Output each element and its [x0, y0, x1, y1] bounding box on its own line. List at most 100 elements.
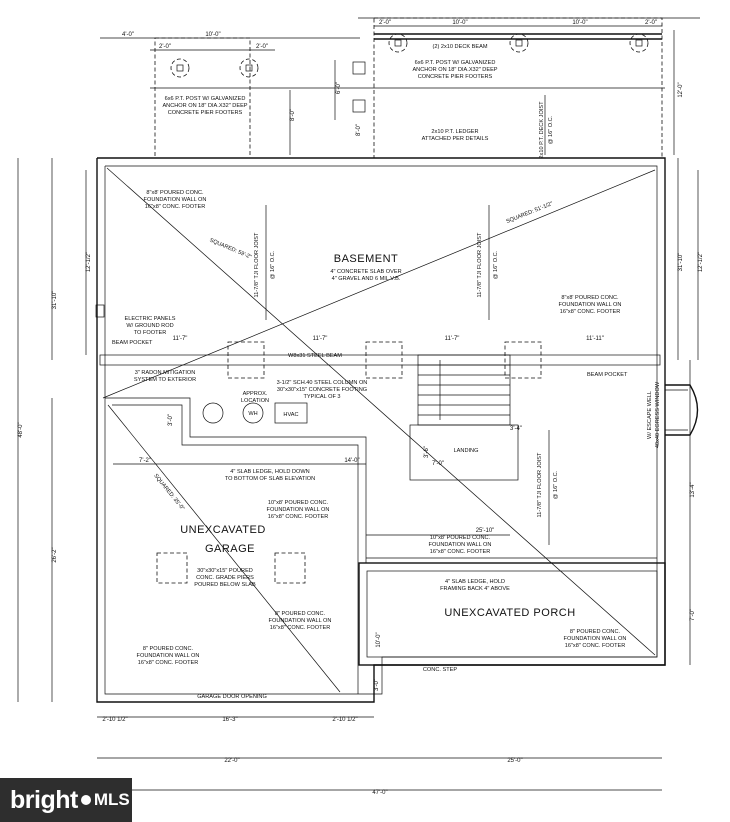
foundation-wall-note: FOUNDATION WALL ON	[137, 653, 200, 659]
dimension-label: 12'-1/2"	[86, 252, 92, 272]
deck-joist-note: 2x10 P.T. DECK JOIST	[539, 101, 545, 159]
foundation-wall-note: 8"x8' POURED CONC.	[146, 190, 204, 196]
foundation-wall-note: 10"x8' POURED CONC.	[268, 500, 329, 506]
foundation-wall-note: FOUNDATION WALL ON	[269, 618, 332, 624]
porch-label: UNEXCAVATED PORCH	[444, 607, 575, 619]
post-note: ANCHOR ON 18" DIA.X32" DEEP	[162, 103, 247, 109]
ledger-note: 2x10 P.T. LEDGER	[431, 129, 478, 135]
dimension-label: 7'-0"	[432, 461, 444, 467]
porch-ledge-note: 4" SLAB LEDGE, HOLD	[445, 579, 505, 585]
egress-note: 40x40 EGRESS WINDOW	[655, 381, 661, 448]
approx-note: LOCATION	[241, 398, 269, 404]
conc-step-note: CONC. STEP	[423, 667, 457, 673]
foundation-wall-note: FOUNDATION WALL ON	[267, 507, 330, 513]
dimension-label: 10'-0"	[452, 20, 467, 26]
dimension-label: 11'-7"	[173, 336, 188, 342]
basement-label: BASEMENT	[334, 253, 399, 265]
dimension-label: 25'-0"	[507, 758, 522, 764]
slab-ledge-note: TO BOTTOM OF SLAB ELEVATION	[225, 476, 315, 482]
foundation-wall-note: 8" POURED CONC.	[570, 629, 621, 635]
dimension-label: 3'-0"	[374, 679, 380, 691]
garage-label: GARAGE	[205, 543, 255, 555]
foundation-wall-note: 16"x8" CONC. FOOTER	[145, 204, 206, 210]
deck-joist-note: @ 16" O.C.	[548, 115, 554, 144]
electric-panel-note: TO FOOTER	[134, 330, 167, 336]
dimension-label: 3'-0"	[168, 414, 174, 426]
dimension-label: 16'-3"	[222, 717, 237, 723]
dimension-label: 3'-4"	[510, 426, 522, 432]
foundation-wall-note: FOUNDATION WALL ON	[144, 197, 207, 203]
hvac-label: HVAC	[283, 412, 298, 418]
brand-dot-icon	[80, 795, 91, 805]
garage-label: UNEXCAVATED	[180, 524, 266, 536]
foundation-wall-note: 8"x8' POURED CONC.	[561, 295, 619, 301]
egress-note: W/ ESCAPE WELL	[647, 391, 653, 439]
foundation-wall-note: FOUNDATION WALL ON	[564, 636, 627, 642]
post-note: 6x6 P.T. POST W/ GALVANIZED	[165, 96, 246, 102]
dimension-label: 2'-0"	[645, 20, 657, 26]
squared-note: SQUARED: 59'-2"	[208, 238, 252, 261]
pier-footer	[239, 58, 259, 78]
deck-area	[150, 17, 665, 159]
radon-note: SYSTEM TO EXTERIOR	[134, 377, 196, 383]
floor-joist-note: @ 16" O.C.	[270, 250, 276, 279]
dimension-label: 12'-1/2"	[698, 252, 704, 272]
dimension-label: 31'-10"	[52, 291, 58, 310]
dimension-label: 10'-0"	[205, 32, 220, 38]
dimension-label: 2'-0"	[159, 44, 171, 50]
foundation-wall-note: 16"x8" CONC. FOOTER	[565, 643, 626, 649]
pier-footer	[509, 33, 529, 53]
foundation-wall-note: 16"x8" CONC. FOOTER	[430, 549, 491, 555]
foundation-wall-note: 16"x8" CONC. FOOTER	[268, 514, 329, 520]
dimension-label: 6'-0"	[336, 82, 342, 94]
pier-footer	[629, 33, 649, 53]
steel-beam-note: W8x31 STEEL BEAM	[288, 353, 342, 359]
electric-panel-note: W/ GROUND ROD	[126, 323, 173, 329]
post-note: 6x6 P.T. POST W/ GALVANIZED	[415, 60, 496, 66]
square-diagonals	[102, 167, 656, 693]
foundation-wall-note: 10"x8' POURED CONC.	[430, 535, 491, 541]
post-note: CONCRETE PIER FOOTERS	[418, 74, 493, 80]
beam-pocket-note: BEAM POCKET	[112, 340, 153, 346]
dimension-label: 12'-0"	[678, 82, 684, 97]
basement-note: 4" CONCRETE SLAB OVER	[330, 269, 401, 275]
foundation-wall-note: FOUNDATION WALL ON	[559, 302, 622, 308]
dimension-label: 22'-0"	[224, 758, 239, 764]
floor-joist-note: @ 16" O.C.	[493, 250, 499, 279]
dimension-label: 11'-11"	[586, 336, 604, 342]
floor-joist-note: 11-7/8" TJI FLOOR JOIST	[254, 232, 260, 297]
post-note: CONCRETE PIER FOOTERS	[168, 110, 243, 116]
brand-mls: MLS	[93, 790, 130, 809]
basement-note: 4" GRAVEL AND 6 MIL V.B.	[332, 276, 401, 282]
garage-door-note: GARAGE DOOR OPENING	[197, 694, 267, 700]
dimension-label: 48'-0"	[18, 422, 24, 437]
floor-joist-note: @ 16" O.C.	[553, 470, 559, 499]
egress-window-well	[665, 384, 699, 436]
column-note: 30"x30"x15" CONCRETE FOOTING	[277, 387, 367, 393]
dimension-label: 31'-10"	[678, 253, 684, 272]
dimension-label: 7'-0"	[690, 609, 696, 621]
dimension-label: 10'-0"	[376, 632, 382, 647]
foundation-wall-note: FOUNDATION WALL ON	[429, 542, 492, 548]
column-note: 3-1/2" SCH.40 STEEL COLUMN ON	[277, 380, 368, 386]
dimension-label: 2'-0"	[256, 44, 268, 50]
pier-note: 30"x30"x15" POURED	[197, 568, 253, 574]
foundation-wall-note: 16"x8" CONC. FOOTER	[270, 625, 331, 631]
mechanical	[202, 402, 308, 424]
dimension-label: 3'-6"	[424, 446, 430, 458]
pier-footer	[170, 58, 190, 78]
radon-note: 3" RADON MITIGATION	[135, 370, 196, 376]
slab-ledge-note: 4" SLAB LEDGE, HOLD DOWN	[230, 469, 309, 475]
pier-footer	[388, 33, 408, 53]
water-heater-label: WH	[248, 411, 257, 417]
foundation-wall-note: 16"x8" CONC. FOOTER	[138, 660, 199, 666]
basement-stairs	[409, 354, 519, 481]
outer-dimension-lines	[17, 158, 699, 791]
electric-panel-note: ELECTRIC PANELS	[125, 316, 176, 322]
ledger-note: ATTACHED PER DETAILS	[422, 136, 489, 142]
top-dimension-lines	[100, 17, 700, 155]
dimension-label: 26'-2"	[52, 547, 58, 562]
dimension-label: 4'-0"	[122, 32, 134, 38]
dimension-label: 11'-7"	[313, 336, 328, 342]
